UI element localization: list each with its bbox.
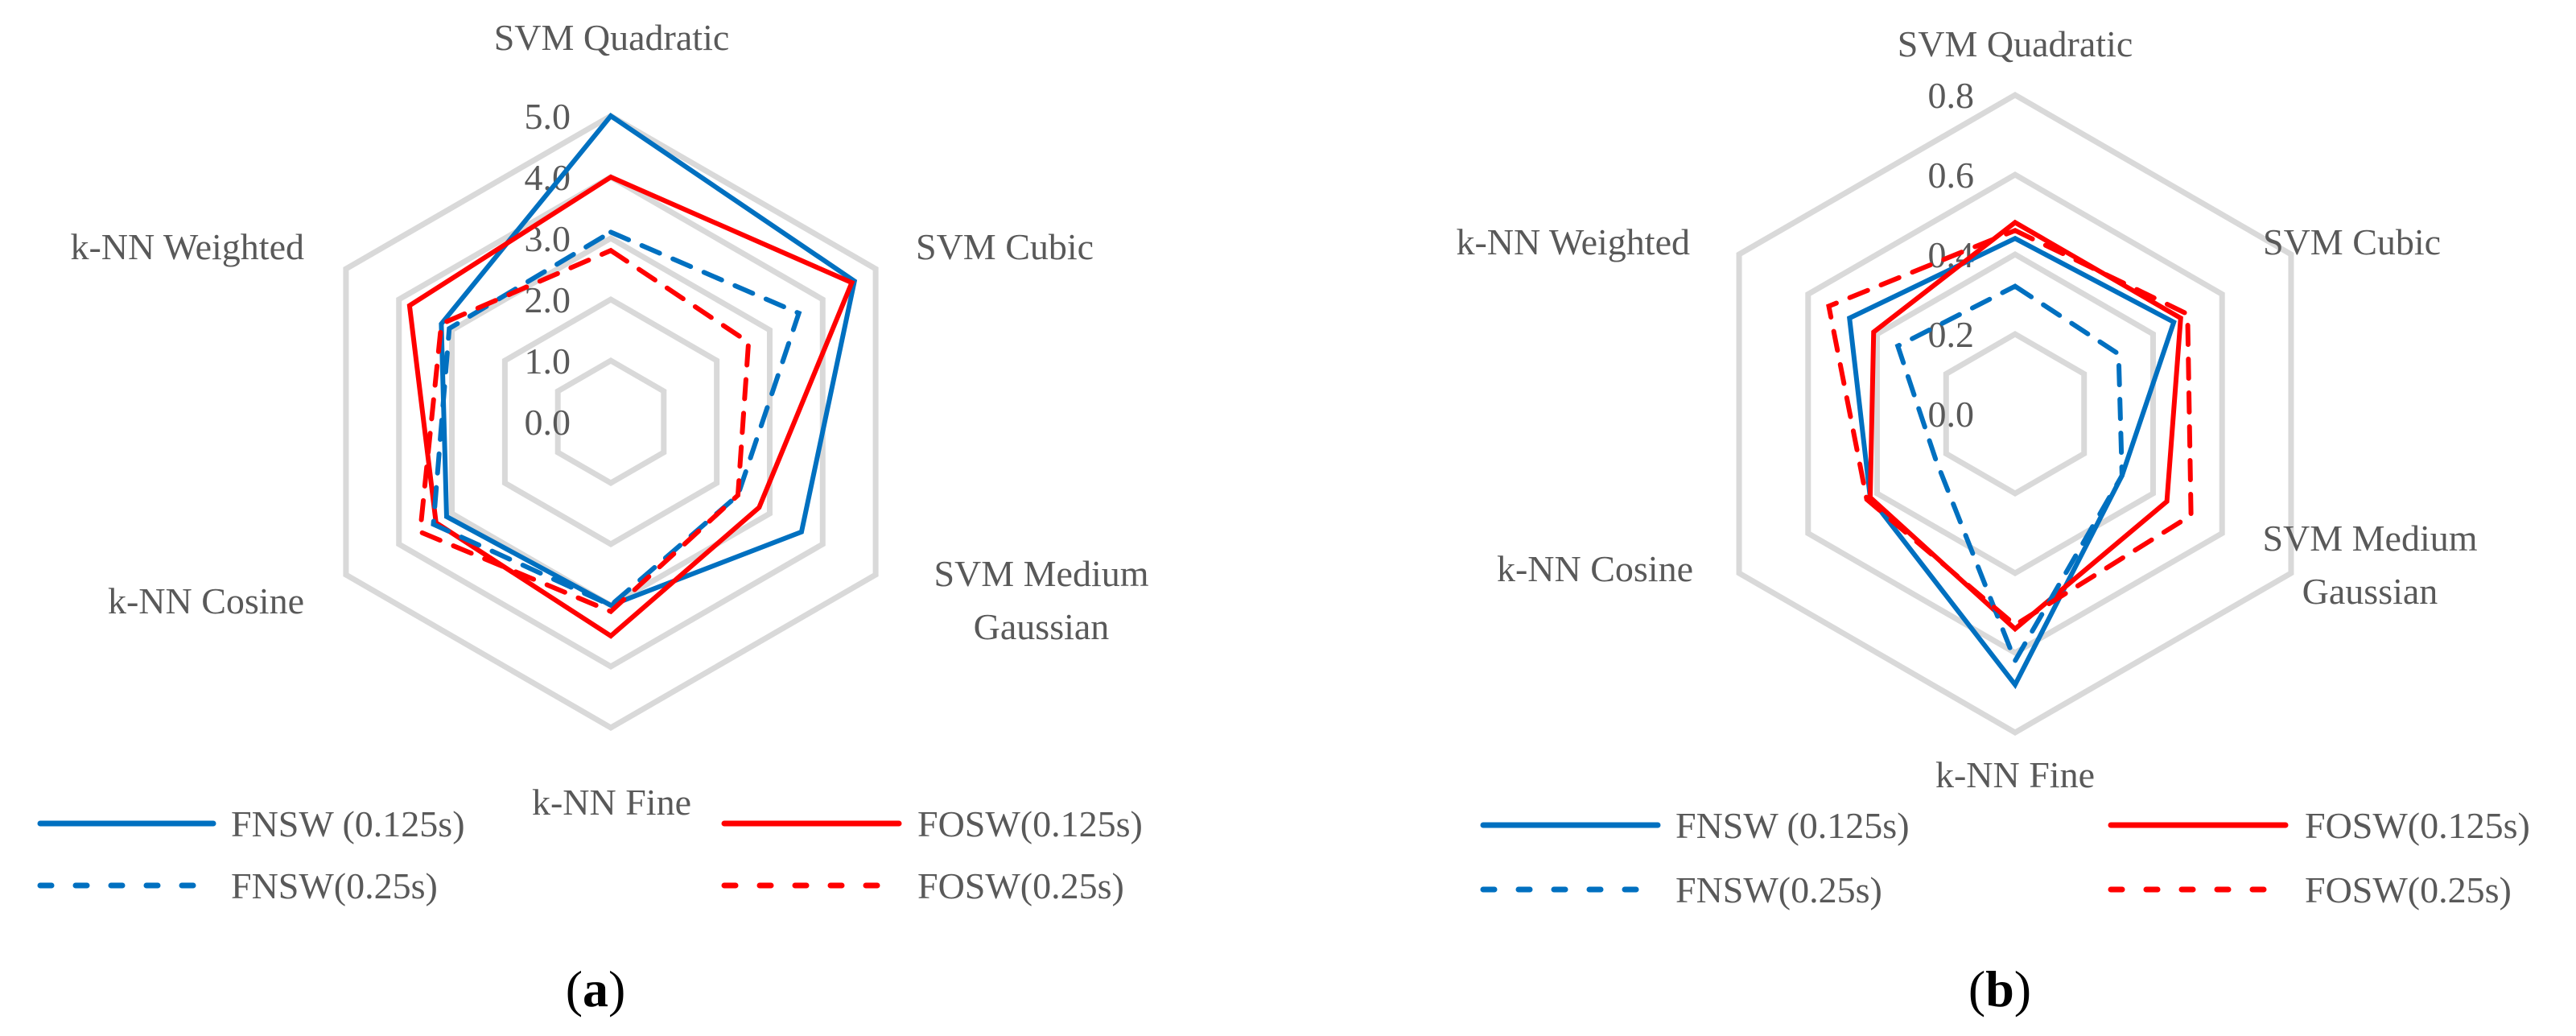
grid-ring: [1736, 91, 2294, 737]
caption-letter: b: [1985, 960, 2014, 1017]
tick-label: 0.8: [1928, 75, 1975, 116]
caption-paren: (: [1968, 960, 1985, 1017]
subfigure-caption: (a): [566, 960, 626, 1017]
tick-label: 0.0: [1928, 394, 1975, 435]
legend-label: FNSW (0.125s): [231, 803, 465, 844]
tick-label: 1.0: [525, 341, 571, 382]
axis-label: k-NN Fine: [532, 782, 691, 823]
legend-label: FOSW(0.25s): [2305, 869, 2512, 910]
axis-label: Gaussian: [2302, 571, 2438, 612]
legend-label: FNSW(0.25s): [231, 865, 438, 906]
grid-ring: [343, 112, 879, 732]
axis-label: SVM Cubic: [916, 226, 1094, 267]
legend-label: FOSW(0.125s): [917, 803, 1143, 844]
subfigure-caption: (b): [1968, 960, 2031, 1017]
axis-label: SVM Medium: [2262, 518, 2477, 559]
tick-label: 0.6: [1928, 155, 1975, 196]
axis-label: Gaussian: [974, 606, 1110, 647]
legend: FNSW (0.125s) FOSW(0.125s) FNSW(0.25s) FOSW…: [37, 803, 1143, 906]
axis-label: k-NN Cosine: [1497, 548, 1693, 589]
axis-label: k-NN Fine: [1935, 754, 2095, 795]
legend-label: FOSW(0.25s): [917, 865, 1124, 906]
axis-label: SVM Quadratic: [1898, 23, 2133, 64]
tick-label: 2.0: [525, 279, 571, 320]
axis-label: SVM Medium: [934, 553, 1148, 594]
tick-label: 0.0: [525, 402, 571, 443]
caption-paren: ): [2014, 960, 2031, 1017]
caption-paren: (: [566, 960, 583, 1017]
grid-ring: [554, 357, 667, 487]
axis-label: SVM Cubic: [2263, 221, 2441, 262]
caption-paren: ): [608, 960, 625, 1017]
grid-ring: [501, 295, 720, 548]
grid-ring: [396, 173, 826, 671]
caption-letter: a: [583, 960, 608, 1017]
legend-label: FOSW(0.125s): [2305, 805, 2530, 846]
legend: FNSW (0.125s) FOSW(0.125s) FNSW(0.25s) FOSW…: [1480, 805, 2530, 910]
tick-label: 5.0: [525, 96, 571, 137]
legend-label: FNSW (0.125s): [1675, 805, 1910, 846]
grid-ring: [449, 234, 773, 609]
grid-ring: [1943, 330, 2088, 497]
axis-label: k-NN Cosine: [108, 580, 304, 621]
series-line-0: [1847, 235, 2177, 690]
axis-label: k-NN Weighted: [70, 226, 304, 267]
legend-label: FNSW(0.25s): [1675, 869, 1882, 910]
tick-label: 3.0: [525, 218, 571, 259]
grid-ring: [1805, 171, 2225, 657]
axis-label: k-NN Weighted: [1456, 221, 1690, 262]
grid-ring: [1874, 250, 2156, 577]
axis-label: SVM Quadratic: [494, 17, 730, 58]
